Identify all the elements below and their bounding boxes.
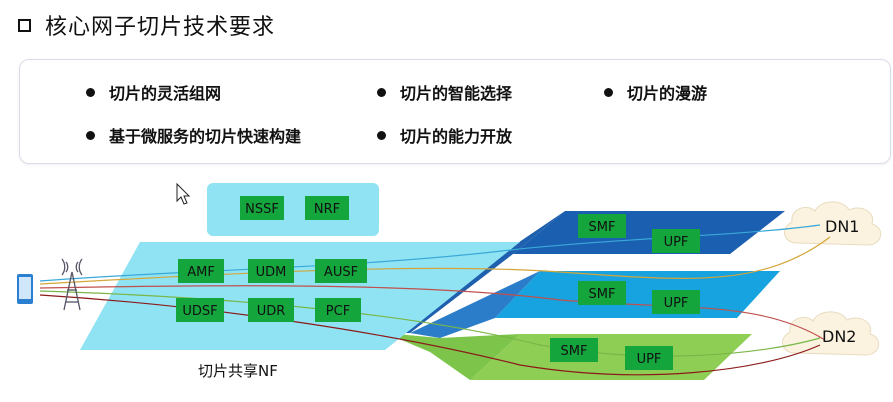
svg-text:UDSF: UDSF [182, 304, 217, 319]
cursor-icon [176, 182, 191, 205]
nf-box-upf-3: UPF [625, 346, 673, 370]
svg-text:UPF: UPF [664, 296, 689, 311]
nf-box-udsf: UDSF [176, 298, 224, 322]
nf-box-nrf: NRF [305, 196, 349, 220]
phone-icon [17, 274, 33, 304]
slide-title: 核心网子切片技术要求 [18, 8, 275, 42]
nf-box-ausf: AUSF [315, 259, 367, 283]
bullet-icon [377, 131, 386, 140]
nf-box-smf-3: SMF [550, 338, 598, 362]
svg-text:NSSF: NSSF [245, 202, 279, 217]
nf-box-smf-1: SMF [578, 214, 626, 238]
svg-text:SMF: SMF [589, 220, 616, 235]
nf-box-udr: UDR [248, 298, 294, 322]
nf-box-amf: AMF [178, 259, 224, 283]
svg-text:SMF: SMF [561, 344, 588, 359]
nf-box-smf-2: SMF [578, 281, 626, 305]
svg-text:UPF: UPF [637, 352, 662, 367]
antenna-tower-icon [61, 258, 83, 311]
bullet-icon [86, 88, 95, 97]
nf-box-udm: UDM [248, 259, 294, 283]
slice-plane-2 [495, 271, 780, 318]
requirement-item: 切片的能力开放 [377, 123, 512, 147]
requirement-item: 基于微服务的切片快速构建 [86, 123, 301, 147]
bullet-icon [377, 88, 386, 97]
control-functions-platform [207, 183, 379, 236]
square-bullet-icon [18, 18, 31, 32]
svg-text:SMF: SMF [589, 287, 616, 302]
requirement-item: 切片的灵活组网 [86, 80, 221, 104]
svg-text:UPF: UPF [664, 235, 689, 250]
svg-text:UDM: UDM [256, 265, 287, 280]
nf-box-pcf: PCF [315, 298, 361, 322]
nf-box-upf-1: UPF [652, 229, 700, 253]
svg-text:UDR: UDR [257, 304, 286, 319]
nf-box-upf-2: UPF [652, 290, 700, 314]
data-network-label: DN1 [825, 217, 859, 236]
page-title: 核心网子切片技术要求 [45, 15, 276, 40]
svg-text:PCF: PCF [326, 304, 350, 319]
requirement-item: 切片的智能选择 [377, 80, 512, 104]
bullet-icon [604, 88, 613, 97]
svg-text:AMF: AMF [187, 265, 215, 280]
requirement-item: 切片的漫游 [604, 80, 707, 104]
cloud-icon [782, 311, 880, 356]
slice-connector-3 [385, 333, 520, 380]
requirements-panel: 切片的灵活组网 切片的智能选择 切片的漫游 基于微服务的切片快速构建 切片的能力… [19, 59, 891, 164]
svg-text:NRF: NRF [314, 202, 340, 217]
svg-text:AUSF: AUSF [324, 265, 358, 280]
slice-connector-2 [410, 271, 540, 338]
shared-nf-caption: 切片共享NF [198, 362, 278, 380]
bullet-icon [86, 131, 95, 140]
cloud-icon [784, 201, 882, 246]
data-network-label: DN2 [822, 327, 856, 346]
nf-box-nssf: NSSF [240, 196, 284, 220]
